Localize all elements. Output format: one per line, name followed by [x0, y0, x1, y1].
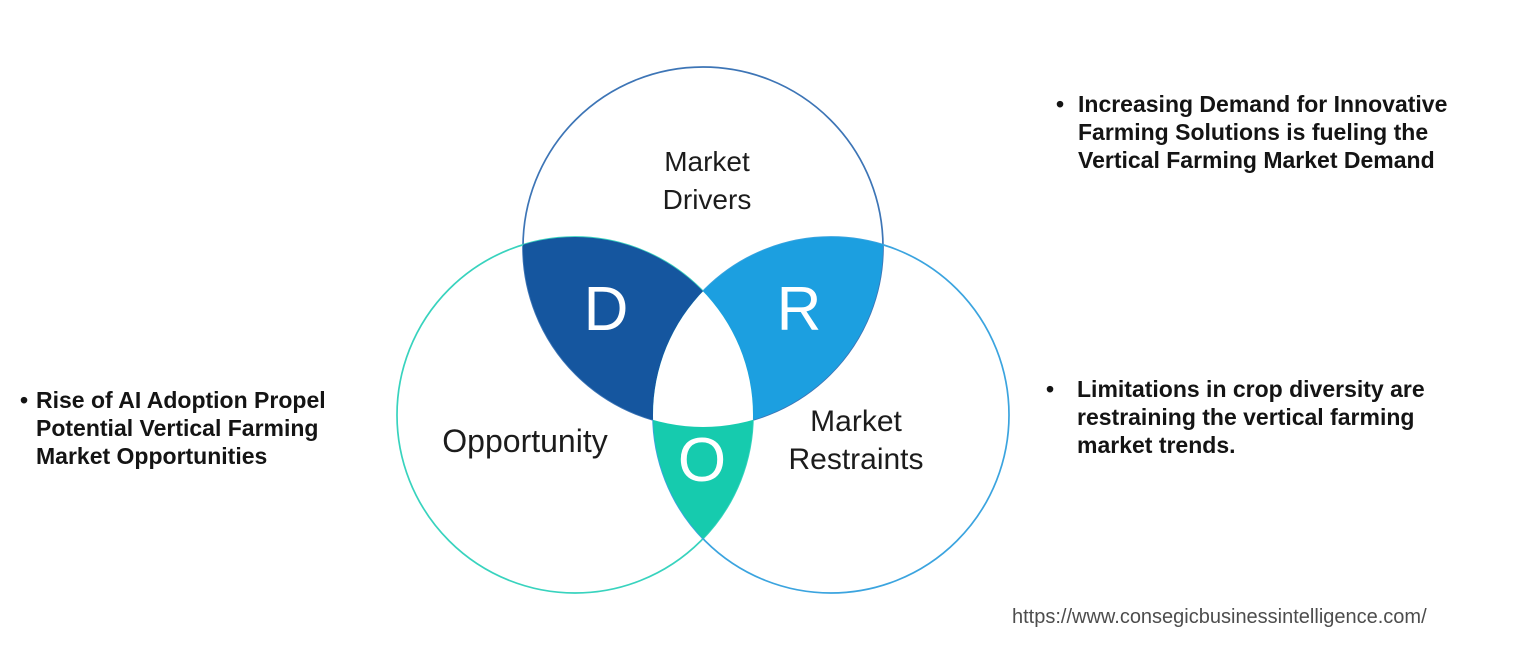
opportunity-label-line1: Opportunity	[442, 423, 608, 459]
letter-o: O	[678, 426, 726, 495]
restraints-label-line1: Market	[810, 405, 902, 438]
restraints-annotation-text: Limitations in crop diversity are restra…	[1077, 376, 1425, 458]
drivers-label-line2: Drivers	[662, 184, 752, 215]
bullet-marker: •	[1046, 376, 1055, 402]
drivers-label-line1: Market	[664, 146, 750, 177]
bullet-marker: •	[20, 387, 29, 413]
restraints-label: Market Restraints	[788, 403, 923, 479]
drivers-annotation-text: Increasing Demand for Innovative Farming…	[1078, 91, 1448, 173]
letter-d: D	[584, 275, 629, 344]
opportunity-label: Opportunity	[442, 424, 607, 458]
restraints-label-line2: Restraints	[788, 443, 924, 476]
opportunity-annotation: • Rise of AI Adoption Propel Potential V…	[20, 386, 326, 470]
drivers-annotation: • Increasing Demand for Innovative Farmi…	[1056, 90, 1447, 174]
restraints-annotation: • Limitations in crop diversity are rest…	[1046, 375, 1425, 459]
bullet-marker: •	[1056, 91, 1065, 117]
source-url: https://www.consegicbusinessintelligence…	[1012, 606, 1427, 628]
letter-r: R	[777, 275, 822, 344]
drivers-label: Market Drivers	[663, 143, 752, 219]
opportunity-annotation-text: Rise of AI Adoption Propel Potential Ver…	[36, 387, 326, 469]
